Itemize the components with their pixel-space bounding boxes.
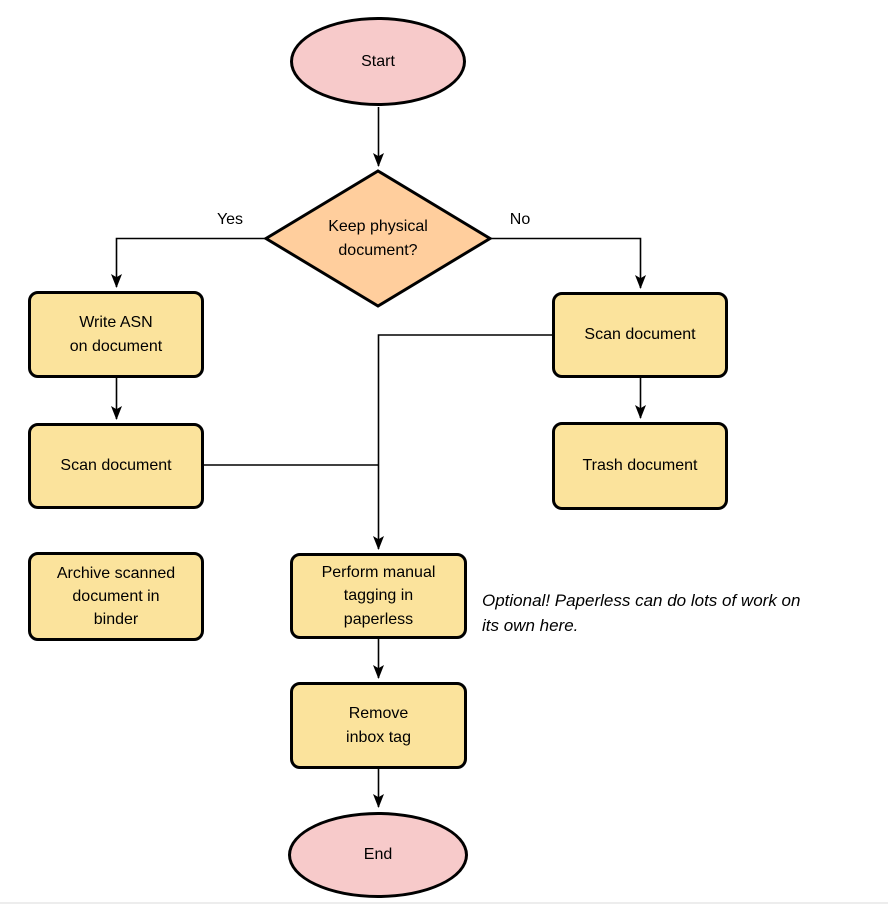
node-perform-tagging: Perform manual tagging in paperless (290, 553, 467, 639)
node-trash-document: Trash document (552, 422, 728, 510)
annotation-optional-note: Optional! Paperless can do lots of work … (482, 591, 801, 635)
edge-label-yes: Yes (216, 211, 244, 228)
node-scan-document-left: Scan document (28, 423, 204, 509)
node-start: Start (290, 17, 466, 106)
edge-decision-yes (111, 237, 266, 288)
edge-scanright-to-perform (373, 334, 552, 550)
node-remove-inbox-tag: Remove inbox tag (290, 682, 467, 769)
node-decision-label: Keep physical document? (328, 218, 428, 259)
edge-decision-no (490, 237, 646, 289)
edge-label-no: No (509, 211, 531, 228)
page-bottom-divider (0, 902, 888, 904)
node-write-asn: Write ASN on document (28, 291, 204, 378)
node-end: End (288, 812, 468, 898)
node-scan-document-right: Scan document (552, 292, 728, 378)
node-archive-scanned: Archive scanned document in binder (28, 552, 204, 641)
